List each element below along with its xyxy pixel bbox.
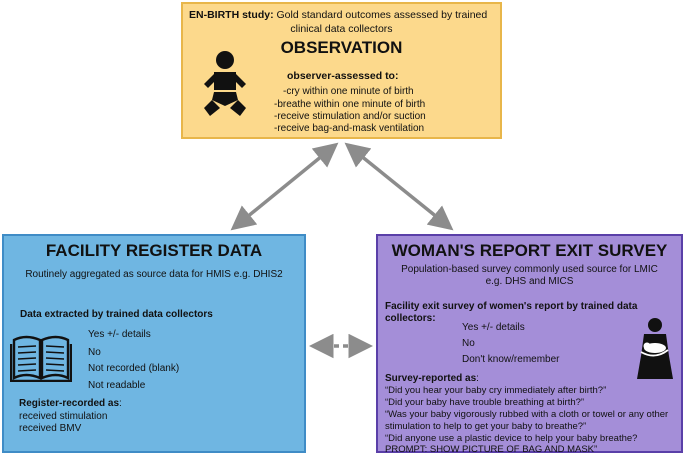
facility-recorded-label: Register-recorded as — [19, 398, 120, 409]
woman-survey-label: Survey-reported as — [385, 373, 477, 384]
woman-survey-line: “Did your baby have trouble breathing at… — [385, 397, 585, 408]
woman-option: No — [462, 338, 475, 349]
facility-title: FACILITY REGISTER DATA — [45, 241, 263, 260]
baby-icon — [204, 51, 246, 116]
arrow-observation-woman — [344, 142, 454, 231]
facility-option: Not readable — [88, 380, 146, 391]
woman-description-line-2: e.g. DHS and MICS — [485, 276, 574, 287]
womans-report-box: WOMAN'S REPORT EXIT SURVEY Population-ba… — [376, 234, 683, 455]
facility-register-box: FACILITY REGISTER DATA Routinely aggrega… — [2, 234, 306, 453]
facility-extract-heading: Data extracted by trained data collector… — [20, 309, 213, 320]
observation-item: -breathe within one minute of birth — [274, 99, 426, 110]
observation-item: -receive stimulation and/or suction — [274, 111, 426, 122]
facility-option: No — [88, 347, 101, 358]
mother-holding-baby-icon — [637, 318, 673, 379]
facility-option: Not recorded (blank) — [88, 363, 180, 374]
facility-description: Routinely aggregated as source data for … — [25, 269, 283, 280]
observation-subtitle: observer-assessed to: — [287, 70, 399, 82]
arrow-observation-facility — [230, 142, 339, 231]
study-desc-line-1: Gold standard outcomes assessed by train… — [276, 9, 488, 21]
open-book-icon — [10, 335, 72, 382]
woman-option: Yes +/- details — [462, 322, 525, 333]
woman-survey-colon: : — [476, 373, 479, 384]
woman-survey-line: stimulation to help to get your baby to … — [385, 421, 587, 432]
woman-option: Don't know/remember — [462, 354, 560, 365]
woman-exit-heading-line-1: Facility exit survey of women's report b… — [385, 301, 638, 312]
study-desc-line-2: clinical data collectors — [290, 23, 393, 35]
woman-survey-line: “Did anyone use a plastic device to help… — [385, 433, 638, 444]
woman-survey-line: “Was your baby vigorously rubbed with a … — [385, 409, 669, 420]
observation-title: OBSERVATION — [280, 38, 403, 57]
study-label: EN-BIRTH study: — [189, 9, 274, 21]
woman-survey-line: “Did you hear your baby cry immediately … — [385, 385, 607, 396]
woman-survey-heading: Survey-reported as: — [385, 373, 479, 384]
facility-recorded-item: received BMV — [19, 423, 82, 434]
observation-item: -cry within one minute of birth — [283, 86, 414, 97]
observation-item: -receive bag-and-mask ventilation — [274, 123, 425, 134]
facility-option: Yes +/- details — [88, 329, 151, 340]
woman-survey-line: PROMPT: SHOW PICTURE OF BAG AND MASK” — [385, 444, 598, 455]
observation-box: EN-BIRTH study: Gold standard outcomes a… — [181, 2, 502, 139]
woman-description-line-1: Population-based survey commonly used so… — [401, 264, 658, 275]
study-description: EN-BIRTH study: Gold standard outcomes a… — [189, 9, 487, 21]
woman-exit-heading-line-2: collectors: — [385, 313, 436, 324]
woman-title: WOMAN'S REPORT EXIT SURVEY — [391, 241, 668, 260]
facility-recorded-colon: : — [119, 398, 122, 409]
facility-recorded-item: received stimulation — [19, 411, 108, 422]
facility-recorded-heading: Register-recorded as: — [19, 398, 122, 409]
